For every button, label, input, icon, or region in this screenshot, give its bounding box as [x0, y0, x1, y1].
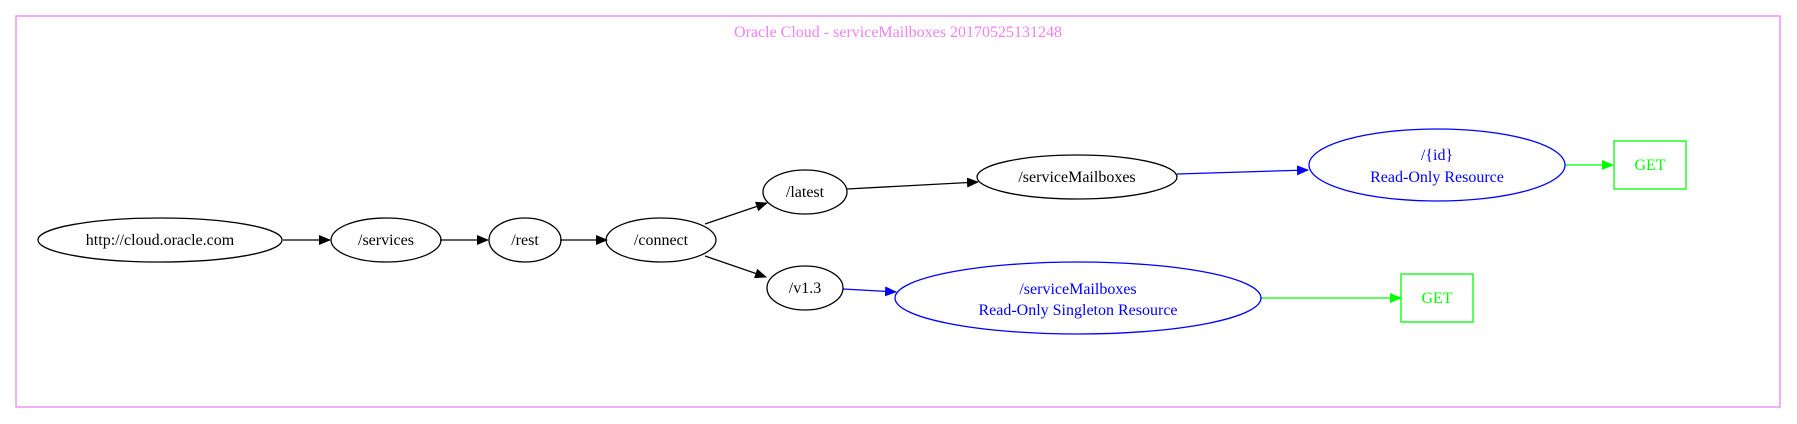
node-service-mailboxes-label: /serviceMailboxes — [1018, 169, 1135, 186]
edge-latest-servicemailboxes — [846, 177, 979, 190]
node-get-top-label: GET — [1634, 157, 1665, 174]
node-v13[interactable]: /v1.3 — [766, 265, 844, 311]
node-id-resource-line1: /{id} — [1421, 147, 1453, 164]
edge-v13-singleton — [842, 286, 897, 297]
cluster-frame — [15, 15, 1781, 408]
node-latest-label: /latest — [786, 184, 825, 201]
node-singleton-resource-line1: /serviceMailboxes — [1019, 281, 1136, 298]
node-get-bottom-label: GET — [1421, 290, 1452, 307]
node-services[interactable]: /services — [330, 217, 442, 263]
node-rest-label: /rest — [511, 232, 539, 249]
node-services-label: /services — [358, 232, 414, 249]
node-rest[interactable]: /rest — [488, 217, 562, 263]
node-get-bottom[interactable]: GET — [1400, 273, 1474, 323]
node-connect[interactable]: /connect — [605, 217, 717, 263]
edge-connect-latest — [704, 201, 768, 225]
node-get-top[interactable]: GET — [1613, 140, 1687, 190]
node-id-resource[interactable]: /{id} Read-Only Resource — [1308, 128, 1566, 202]
node-singleton-resource[interactable]: /serviceMailboxes Read-Only Singleton Re… — [894, 261, 1262, 335]
node-v13-label: /v1.3 — [789, 280, 821, 297]
edge-servicemailboxes-id — [1176, 165, 1309, 176]
node-root-label: http://cloud.oracle.com — [86, 232, 235, 249]
node-id-resource-line2: Read-Only Resource — [1370, 169, 1504, 186]
edge-connect-v13 — [704, 255, 767, 279]
node-connect-label: /connect — [634, 232, 689, 249]
node-latest[interactable]: /latest — [762, 169, 848, 215]
node-singleton-resource-line2: Read-Only Singleton Resource — [978, 302, 1177, 319]
cluster-title: Oracle Cloud - serviceMailboxes 20170525… — [734, 24, 1062, 41]
node-service-mailboxes[interactable]: /serviceMailboxes — [976, 154, 1178, 200]
node-root[interactable]: http://cloud.oracle.com — [37, 217, 283, 263]
